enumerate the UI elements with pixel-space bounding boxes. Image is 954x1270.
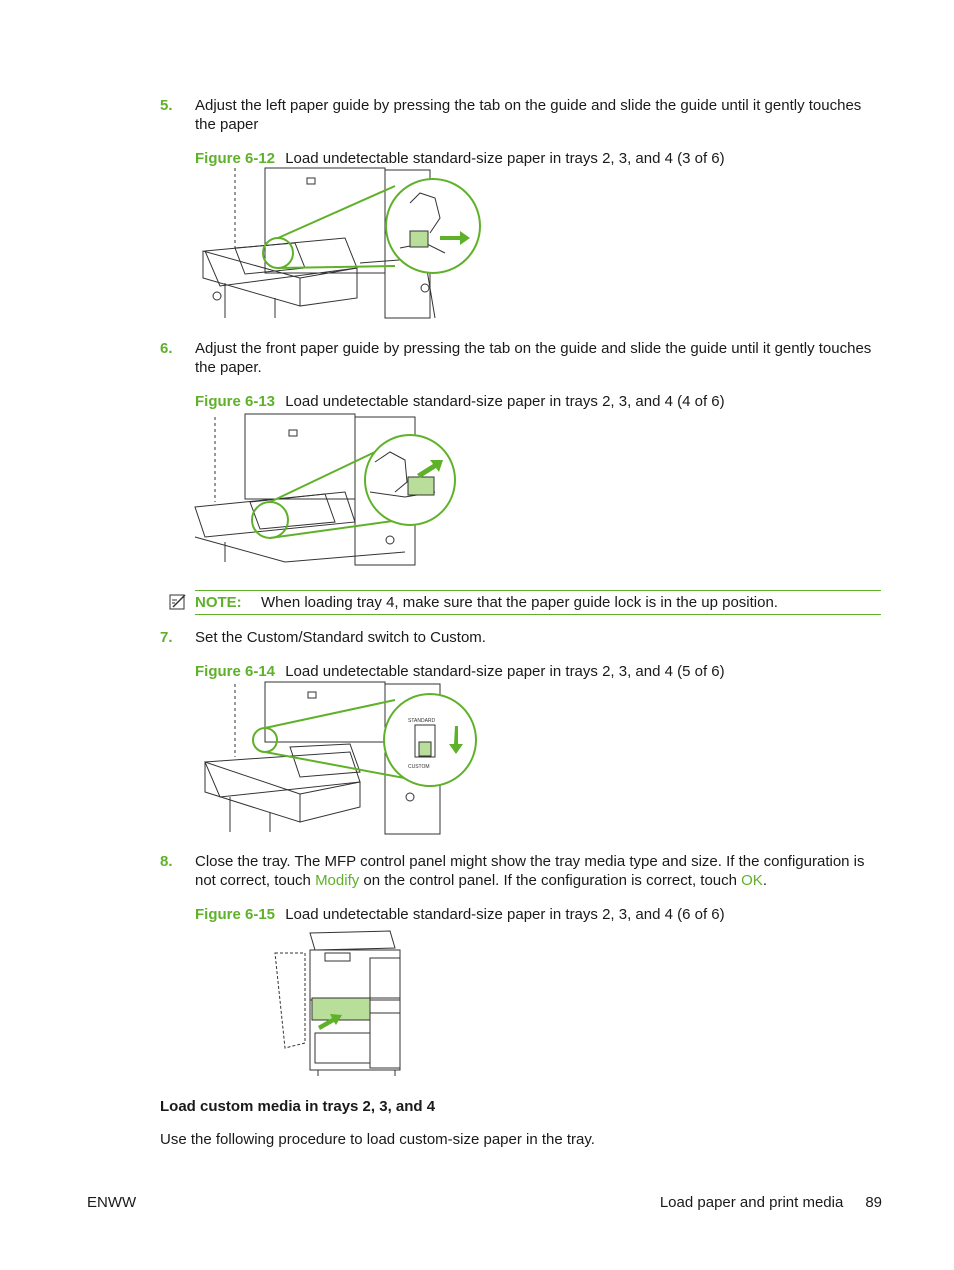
switch-label-custom: CUSTOM [408,764,430,770]
footer-title: Load paper and print media [659,1194,844,1211]
step-text-part: on the control panel. If the configurati… [359,872,742,889]
ok-link[interactable]: OK [741,872,763,889]
page-number: 89 [865,1194,882,1211]
figure-6-15-illustration [274,930,401,1076]
step-number: 7. [160,629,173,646]
figure-caption: Figure 6-15 Load undetectable standard-s… [195,905,725,924]
step-number: 5. [160,97,173,114]
figure-caption-text: Load undetectable standard-size paper in… [285,663,725,680]
footer-left: ENWW [87,1194,137,1211]
figure-6-14-illustration: STANDARD CUSTOM [204,681,477,835]
section-intro: Use the following procedure to load cust… [160,1131,595,1148]
step-text: Adjust the front paper guide by pressing… [195,340,872,376]
step-text-part: Close the tray. The MFP control panel mi… [195,853,865,889]
note-box: NOTE: When loading tray 4, make sure tha… [195,590,881,615]
figure-caption: Figure 6-13 Load undetectable standard-s… [195,392,725,411]
note-icon [169,594,186,610]
modify-link[interactable]: Modify [315,872,360,889]
note-text: When loading tray 4, make sure that the … [261,594,778,611]
step-text: Adjust the left paper guide by pressing … [195,97,862,133]
figure-caption: Figure 6-12 Load undetectable standard-s… [195,149,725,168]
figure-label: Figure 6-13 [195,393,276,410]
figure-label: Figure 6-12 [195,150,276,167]
figure-label: Figure 6-14 [195,663,276,680]
figure-caption: Figure 6-14 Load undetectable standard-s… [195,662,725,681]
step-number: 6. [160,340,173,357]
figure-6-12-illustration [202,167,481,319]
figure-caption-text: Load undetectable standard-size paper in… [285,906,725,923]
step-text: Close the tray. The MFP control panel mi… [195,852,885,890]
figure-caption-text: Load undetectable standard-size paper in… [285,150,725,167]
section-heading: Load custom media in trays 2, 3, and 4 [160,1098,436,1115]
figure-caption-text: Load undetectable standard-size paper in… [285,393,725,410]
figure-label: Figure 6-15 [195,906,276,923]
footer-right: Load paper and print media 89 [660,1193,882,1212]
step-text-part: . [762,872,767,889]
step-text: Set the Custom/Standard switch to Custom… [195,629,486,646]
note-label: NOTE: [195,594,242,611]
step-number: 8. [160,853,173,870]
switch-label-standard: STANDARD [408,718,436,724]
figure-6-13-illustration [194,413,456,566]
